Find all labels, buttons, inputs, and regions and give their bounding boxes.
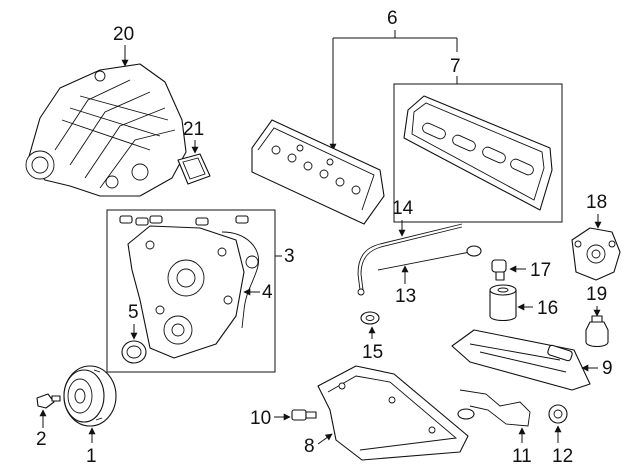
dipstick-tube-part[interactable] <box>357 223 463 296</box>
balancer-bolt-part[interactable] <box>36 393 61 409</box>
callout-11: 11 <box>512 446 532 467</box>
callout-13: 13 <box>395 286 416 307</box>
callout-7: 7 <box>450 56 461 77</box>
timing-cover-part[interactable] <box>127 225 245 359</box>
crank-seal-part[interactable] <box>121 340 147 364</box>
callout-10: 10 <box>250 408 271 429</box>
oil-filter-housing-part[interactable] <box>571 227 621 281</box>
callout-5: 5 <box>128 302 139 323</box>
oil-filter-part[interactable] <box>489 284 517 322</box>
valve-cover-gasket-part[interactable] <box>403 95 553 211</box>
intake-manifold-part[interactable] <box>25 63 187 197</box>
harmonic-balancer-part[interactable] <box>63 365 117 427</box>
oil-filter-adapter-fitting-part[interactable] <box>491 259 507 281</box>
callout-18: 18 <box>586 192 607 213</box>
callout-1: 1 <box>86 446 97 467</box>
dipstick-seal-part[interactable] <box>360 311 380 325</box>
callout-19: 19 <box>586 284 607 305</box>
callout-3: 3 <box>284 246 295 267</box>
callout-6: 6 <box>387 8 398 29</box>
callout-9: 9 <box>602 358 613 379</box>
callout-15: 15 <box>362 342 383 363</box>
callout-4: 4 <box>262 282 273 303</box>
valve-cover-gasket-box <box>393 83 563 223</box>
windage-tray-part[interactable] <box>451 329 591 391</box>
dipstick-part[interactable] <box>377 245 482 271</box>
callout-14: 14 <box>392 198 414 219</box>
callout-16: 16 <box>537 298 558 319</box>
oil-pan-part[interactable] <box>317 365 469 461</box>
timing-cover-dowels <box>119 215 249 226</box>
intake-gasket-part[interactable] <box>177 153 211 185</box>
oil-pickup-tube-part[interactable] <box>457 389 531 427</box>
callout-2: 2 <box>36 429 47 450</box>
drain-plug-washer-part[interactable] <box>548 404 568 424</box>
oil-filter-cap-part[interactable] <box>585 315 609 348</box>
valve-cover-part[interactable] <box>251 119 385 225</box>
timing-cover-gasket-part[interactable] <box>221 231 260 329</box>
callout-8: 8 <box>304 436 315 457</box>
callout-21: 21 <box>183 119 204 140</box>
timing-cover-box <box>106 209 276 373</box>
callout-12: 12 <box>552 446 573 467</box>
callout-20: 20 <box>113 24 134 45</box>
oil-drain-plug-part[interactable] <box>291 409 317 421</box>
callout-17: 17 <box>530 260 551 281</box>
